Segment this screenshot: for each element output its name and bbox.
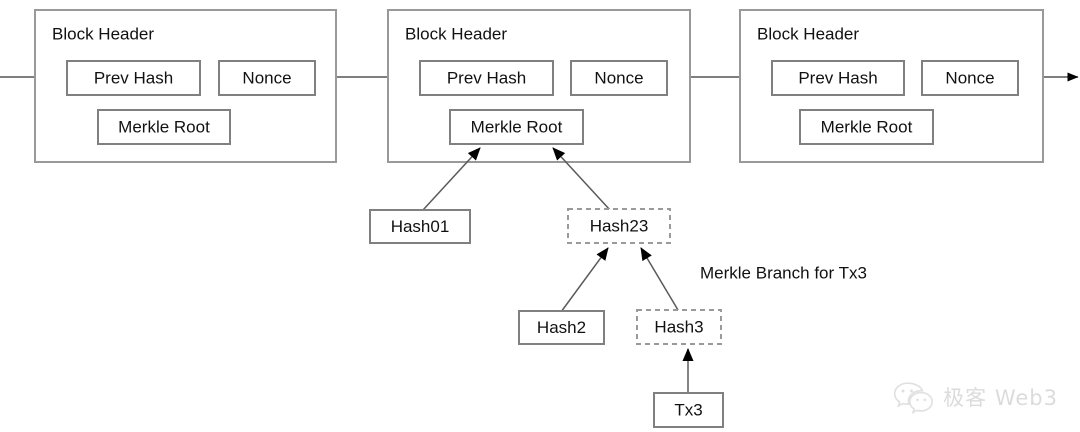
block-3-prev-hash-label: Prev Hash bbox=[798, 68, 877, 87]
edge-hash01-to-merkle-root bbox=[422, 147, 481, 211]
block-3-prev-hash-box bbox=[771, 60, 905, 96]
node-hash2: Hash2 bbox=[518, 310, 605, 345]
block-3-merkle-root-box bbox=[799, 109, 934, 145]
node-hash23: Hash23 bbox=[567, 208, 671, 244]
node-hash3-label: Hash3 bbox=[654, 317, 703, 336]
node-tx3-label: Tx3 bbox=[674, 400, 702, 419]
node-tx3-box bbox=[653, 392, 724, 428]
block-1-nonce-box bbox=[218, 60, 316, 96]
node-hash23-label: Hash23 bbox=[590, 216, 649, 235]
node-hash3-box bbox=[636, 309, 722, 345]
block-3-header-label: Block Header bbox=[757, 24, 859, 43]
node-hash01: Hash01 bbox=[369, 209, 471, 244]
block-1-header-label: Block Header bbox=[52, 24, 154, 43]
block-2-prev-hash-box bbox=[419, 60, 554, 96]
block-3-merkle-root-label: Merkle Root bbox=[821, 117, 913, 136]
node-hash3: Hash3 bbox=[636, 309, 722, 345]
block-1-prev-hash-label: Prev Hash bbox=[94, 68, 173, 87]
block-1-prev-hash-box bbox=[66, 60, 201, 96]
node-tx3: Tx3 bbox=[653, 392, 724, 428]
block-2-nonce-box bbox=[570, 60, 668, 96]
block-1-nonce-label: Nonce bbox=[242, 68, 291, 87]
block-1: Block Header Prev Hash Nonce Merkle Root bbox=[34, 9, 337, 163]
block-1-merkle-root-label: Merkle Root bbox=[118, 117, 210, 136]
block-3-nonce-box bbox=[921, 60, 1019, 96]
merkle-branch-annotation: Merkle Branch for Tx3 bbox=[700, 263, 867, 282]
edge-hash3-to-hash23 bbox=[640, 247, 679, 311]
edge-hash2-to-hash23 bbox=[560, 247, 609, 313]
block-2-header-label: Block Header bbox=[405, 24, 507, 43]
block-1-merkle-root-box bbox=[97, 109, 231, 145]
block-2-prev-hash-label: Prev Hash bbox=[447, 68, 526, 87]
block-2: Block Header Prev Hash Nonce Merkle Root bbox=[387, 9, 691, 163]
block-2-nonce-label: Nonce bbox=[594, 68, 643, 87]
node-hash01-box bbox=[369, 209, 471, 244]
edge-hash23-to-merkle-root bbox=[552, 147, 611, 211]
block-2-merkle-root-label: Merkle Root bbox=[471, 117, 563, 136]
node-hash2-label: Hash2 bbox=[537, 318, 586, 337]
block-3: Block Header Prev Hash Nonce Merkle Root bbox=[739, 9, 1044, 163]
block-2-merkle-root-box bbox=[449, 109, 584, 145]
node-hash23-box bbox=[567, 208, 671, 244]
block-3-nonce-label: Nonce bbox=[945, 68, 994, 87]
node-hash2-box bbox=[518, 310, 605, 345]
node-hash01-label: Hash01 bbox=[391, 217, 450, 236]
